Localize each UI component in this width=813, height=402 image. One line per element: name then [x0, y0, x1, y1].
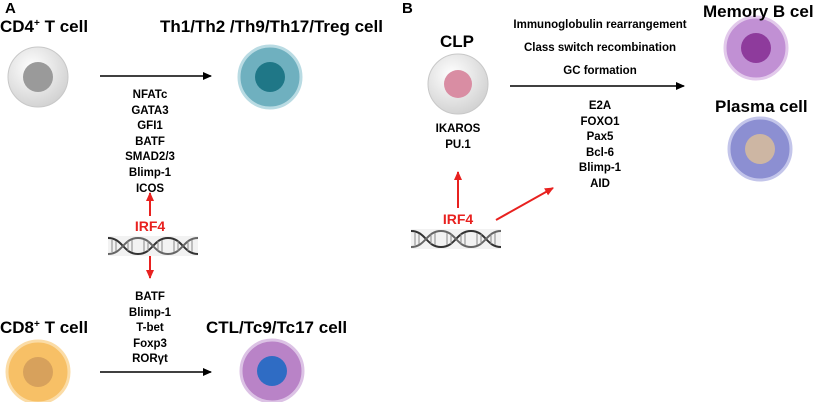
memory-nucleus [741, 33, 771, 63]
irf4-diag-arrow-b [495, 187, 554, 221]
factor-item: Bcl-6 [585, 146, 615, 159]
factor-item: E2A [588, 100, 612, 112]
irf4-label-b: IRF4 [442, 211, 474, 227]
factor-item: BATF [135, 291, 165, 303]
cd4-factor-list: NFATc GATA3 GFI1 BATF SMAD2/3 Blimp-1 IC… [100, 88, 200, 197]
factor-item: Blimp-1 [578, 162, 622, 175]
plasma-cell-label: Plasma cell [715, 97, 808, 116]
factor-item: Pax5 [586, 131, 614, 144]
factor-item: IKAROS [435, 123, 481, 135]
process-item: Class switch recombination [523, 42, 677, 54]
factor-item: AID [590, 177, 610, 190]
clp-factor-list: IKAROS PU.1 [408, 122, 508, 153]
clp-nucleus [444, 70, 472, 98]
factor-item: Blimp-1 [128, 166, 172, 179]
plasma-nucleus [745, 134, 775, 164]
dna-helix-a [107, 236, 199, 256]
b-factor-list: E2A FOXO1 Pax5 Bcl-6 Blimp-1 AID [555, 99, 645, 193]
factor-item: RORγt [132, 353, 168, 366]
plasma-cell [727, 116, 793, 182]
ctl-cell [239, 338, 305, 402]
memory-b-cell [723, 15, 789, 81]
clp-label: CLP [440, 32, 474, 51]
cd4-nucleus [23, 62, 53, 92]
factor-item: SMAD2/3 [125, 151, 175, 164]
cd8-nucleus [23, 357, 53, 387]
cd8-t-cell-label: CD8+ T cell [0, 318, 89, 337]
factor-item: FOXO1 [580, 115, 620, 128]
factor-item: BATF [135, 135, 165, 148]
cd4-t-cell-label: CD4+ T cell [0, 17, 89, 36]
panel-a-letter: A [5, 0, 16, 17]
ctl-nucleus [257, 356, 287, 386]
ctl-cell-label: CTL/Tc9/Tc17 cell [206, 318, 348, 337]
factor-item: T-bet [136, 322, 164, 335]
cd8-t-cell [5, 339, 71, 402]
clp-cell [427, 53, 489, 115]
memory-b-cell-label: Memory B cell [703, 2, 813, 21]
process-list: Immunoglobulin rearrangement Class switc… [500, 14, 700, 83]
irf4-label-a: IRF4 [134, 218, 166, 234]
cd8-factor-list: BATF Blimp-1 T-bet Foxp3 RORγt [100, 290, 200, 368]
panel-b-letter: B [402, 0, 413, 17]
factor-item: NFATc [132, 89, 168, 101]
dna-helix-b [410, 229, 502, 249]
factor-item: PU.1 [445, 138, 471, 151]
cd4-t-cell [7, 46, 69, 108]
factor-item: ICOS [135, 182, 165, 195]
factor-item: GATA3 [131, 104, 169, 117]
process-item: Immunoglobulin rearrangement [513, 19, 687, 31]
th-nucleus [255, 62, 285, 92]
process-item: GC formation [563, 65, 637, 77]
factor-item: Foxp3 [133, 337, 167, 350]
th-cell-label: Th1/Th2 /Th9/Th17/Treg cell [160, 17, 383, 36]
factor-item: Blimp-1 [128, 306, 172, 319]
th-cell [237, 44, 303, 110]
factor-item: GFI1 [137, 120, 163, 133]
